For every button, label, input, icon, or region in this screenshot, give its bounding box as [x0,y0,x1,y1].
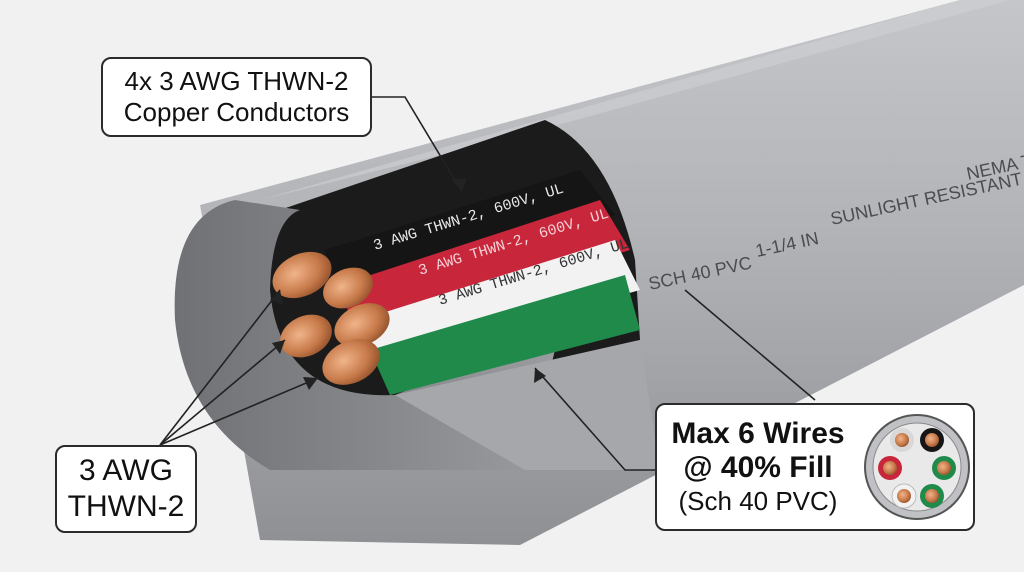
copper-end [272,251,332,299]
callout-fill-line3: (Sch 40 PVC) [678,486,838,516]
leader-line-wire-size [159,339,286,446]
arrowhead [452,178,467,192]
fill-diagram-wire [878,456,902,480]
conduit-cut-wall [395,340,660,470]
arrowhead [534,368,546,383]
callout-conductors-line2: Copper Conductors [123,97,350,127]
leader-line-fill [684,289,816,401]
arrowhead [303,377,318,390]
arrowhead [270,290,283,305]
leader-line-conductors [372,96,463,193]
fill-diagram-wire [890,428,914,452]
fill-diagram-wire [932,456,956,480]
fill-diagram-wire [920,428,944,452]
callout-wire-size: 3 AWG THWN-2 [55,445,197,533]
callout-conductors-line1: 4x 3 AWG THWN-2 [124,66,349,96]
leader-line-wire-size [159,289,281,446]
copper-end [323,267,373,309]
fill-diagram-wire [891,483,917,509]
conduit-top-highlight [260,0,1010,200]
callout-wire-size-line2: THWN-2 [67,490,185,523]
callout-fill-text: Max 6 Wires @ 40% Fill (Sch 40 PVC) [668,417,848,517]
callout-conductors: 4x 3 AWG THWN-2 Copper Conductors [101,57,372,137]
conduit-fill-diagram [864,414,970,520]
callout-fill-line2: @ 40% Fill [683,451,833,484]
arrowhead [272,340,285,354]
copper-end [334,303,390,347]
callout-fill-line1: Max 6 Wires [671,417,845,450]
fill-diagram-wire [920,484,944,508]
wire-green [370,275,640,395]
leader-line-wire-size [159,377,319,446]
leader-line-fill [534,367,655,471]
copper-end [322,339,380,385]
callout-fill: Max 6 Wires @ 40% Fill (Sch 40 PVC) [655,403,975,531]
copper-end [280,314,332,358]
callout-wire-size-line1: 3 AWG [79,454,173,487]
